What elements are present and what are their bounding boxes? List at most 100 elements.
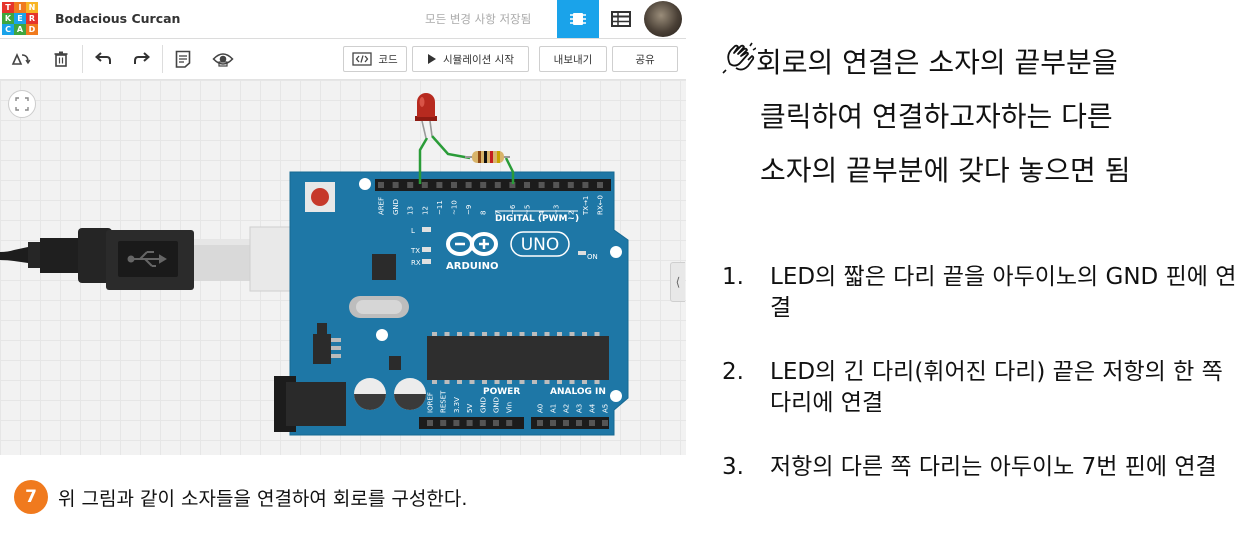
expand-panel-button[interactable]: ⟨ [670,262,685,302]
pin-label: ~11 [436,200,444,215]
project-name[interactable]: Bodacious Curcan [55,11,181,26]
list-item-number: 1. [722,264,744,290]
reset-button[interactable] [305,182,335,212]
rotate-button[interactable] [8,47,34,71]
start-simulation-button[interactable]: 시뮬레이션 시작 [412,46,529,72]
step-number-badge: 7 [14,480,48,514]
clapping-hands-icon [722,42,757,74]
undo-button[interactable] [90,47,116,71]
chip-pin [544,380,550,384]
usb-chip [372,254,396,280]
notes-visibility-button[interactable] [210,47,236,71]
digital-pin-hole[interactable] [407,182,414,188]
resistor[interactable] [465,151,510,163]
tip-line-text: 회로의 연결은 소자의 끝부분을 [756,46,1118,79]
pin-label: A4 [589,403,597,413]
digital-pin-hole[interactable] [524,182,530,188]
tip-line: 클릭하여 연결하고자하는 다른 [760,100,1113,133]
pin-label: 8 [480,211,488,215]
redo-button[interactable] [129,47,155,71]
power-pin-hole[interactable] [440,420,447,426]
wire-resistor-pin7[interactable] [504,157,515,184]
digital-pin-hole[interactable] [378,182,384,188]
mounting-hole [610,246,622,258]
atmega-chip [427,332,609,384]
list-item-text: LED의 짧은 다리 끝을 아두이노의 GND 핀에 연결 [770,264,1237,321]
pin-label: IOREF [427,392,435,413]
analog-pin-hole[interactable] [563,420,569,426]
digital-pin-hole[interactable] [582,182,589,188]
pin-label: A3 [576,404,584,413]
red-led[interactable] [415,93,437,139]
tip-line: 회로의 연결은 소자의 끝부분을 [722,36,1237,90]
component-list-button[interactable] [600,0,642,38]
wire-led-gnd[interactable] [418,137,429,184]
usb-cable[interactable] [0,226,291,292]
voltage-regulator [313,323,341,364]
trash-icon [54,51,68,67]
eye-icon [212,53,234,67]
digital-pin-hole[interactable] [509,182,516,188]
tip-line: 소자의 끝부분에 갖다 놓으면 됨 [760,154,1131,187]
digital-pin-hole[interactable] [421,182,428,188]
digital-pin-hole[interactable] [436,182,443,188]
pin-label: A5 [602,404,610,413]
digital-pin-hole[interactable] [451,182,457,188]
digital-pin-hole[interactable] [553,182,560,188]
power-pin-hole[interactable] [479,420,486,426]
pin-label: 4 [538,210,546,215]
export-button-label: 내보내기 [553,53,593,66]
analog-pin-hole[interactable] [537,420,543,426]
circuit-view-button[interactable] [557,0,599,38]
pin-label: A2 [563,404,571,413]
export-button[interactable]: 내보내기 [539,46,607,72]
share-button[interactable]: 공유 [612,46,678,72]
logo-letter: D [26,24,38,35]
digital-pin-header [375,179,611,191]
digital-pin-hole[interactable] [494,182,501,188]
board-led [422,227,431,232]
pin-label: 5V [466,404,474,413]
power-pin-hole[interactable] [493,420,499,426]
delete-button[interactable] [48,47,74,71]
wire-led-resistor[interactable] [431,135,471,160]
user-avatar[interactable] [644,1,682,37]
code-button[interactable]: 코드 [343,46,407,72]
list-item: 2. LED의 긴 다리(휘어진 다리) 끝은 저항의 한 쪽 다리에 연결 [722,357,1242,419]
chip-pin [444,332,450,336]
analog-pin-hole[interactable] [602,420,608,426]
digital-pin-hole[interactable] [538,182,545,188]
list-item-number: 3. [722,454,744,480]
power-pin-hole[interactable] [453,420,460,426]
chip-pin [444,380,450,384]
digital-pin-hole[interactable] [567,182,574,188]
power-header-label: POWER [483,387,520,397]
analog-pin-hole[interactable] [589,420,595,426]
connection-steps-list: 1. LED의 짧은 다리 끝을 아두이노의 GND 핀에 연결 2. LED의… [722,262,1242,516]
arduino-brand-label: ARDUINO [446,261,498,272]
power-pin-hole[interactable] [506,420,513,426]
analog-pin-hole[interactable] [576,420,582,426]
digital-pin-hole[interactable] [597,182,603,188]
chip-pin [582,332,587,336]
chip-pin [557,332,562,336]
table-list-icon [611,11,631,27]
power-pin-hole[interactable] [466,420,473,426]
edit-toolbar: 코드 시뮬레이션 시작 내보내기 공유 [0,39,686,80]
pin-label: RX←0 [597,195,605,215]
pin-label: RESET [440,390,448,413]
notes-button[interactable] [170,47,196,71]
digital-pin-hole[interactable] [465,182,472,188]
pin-label: GND [479,397,487,413]
analog-pin-hole[interactable] [550,420,556,426]
undo-icon [94,52,111,64]
digital-pin-hole[interactable] [480,182,487,188]
digital-pin-hole[interactable] [392,182,399,188]
power-jack[interactable] [274,376,346,432]
zoom-to-fit-button[interactable] [8,90,36,118]
power-pin-hole[interactable] [427,420,433,426]
chip-pin [457,380,462,384]
